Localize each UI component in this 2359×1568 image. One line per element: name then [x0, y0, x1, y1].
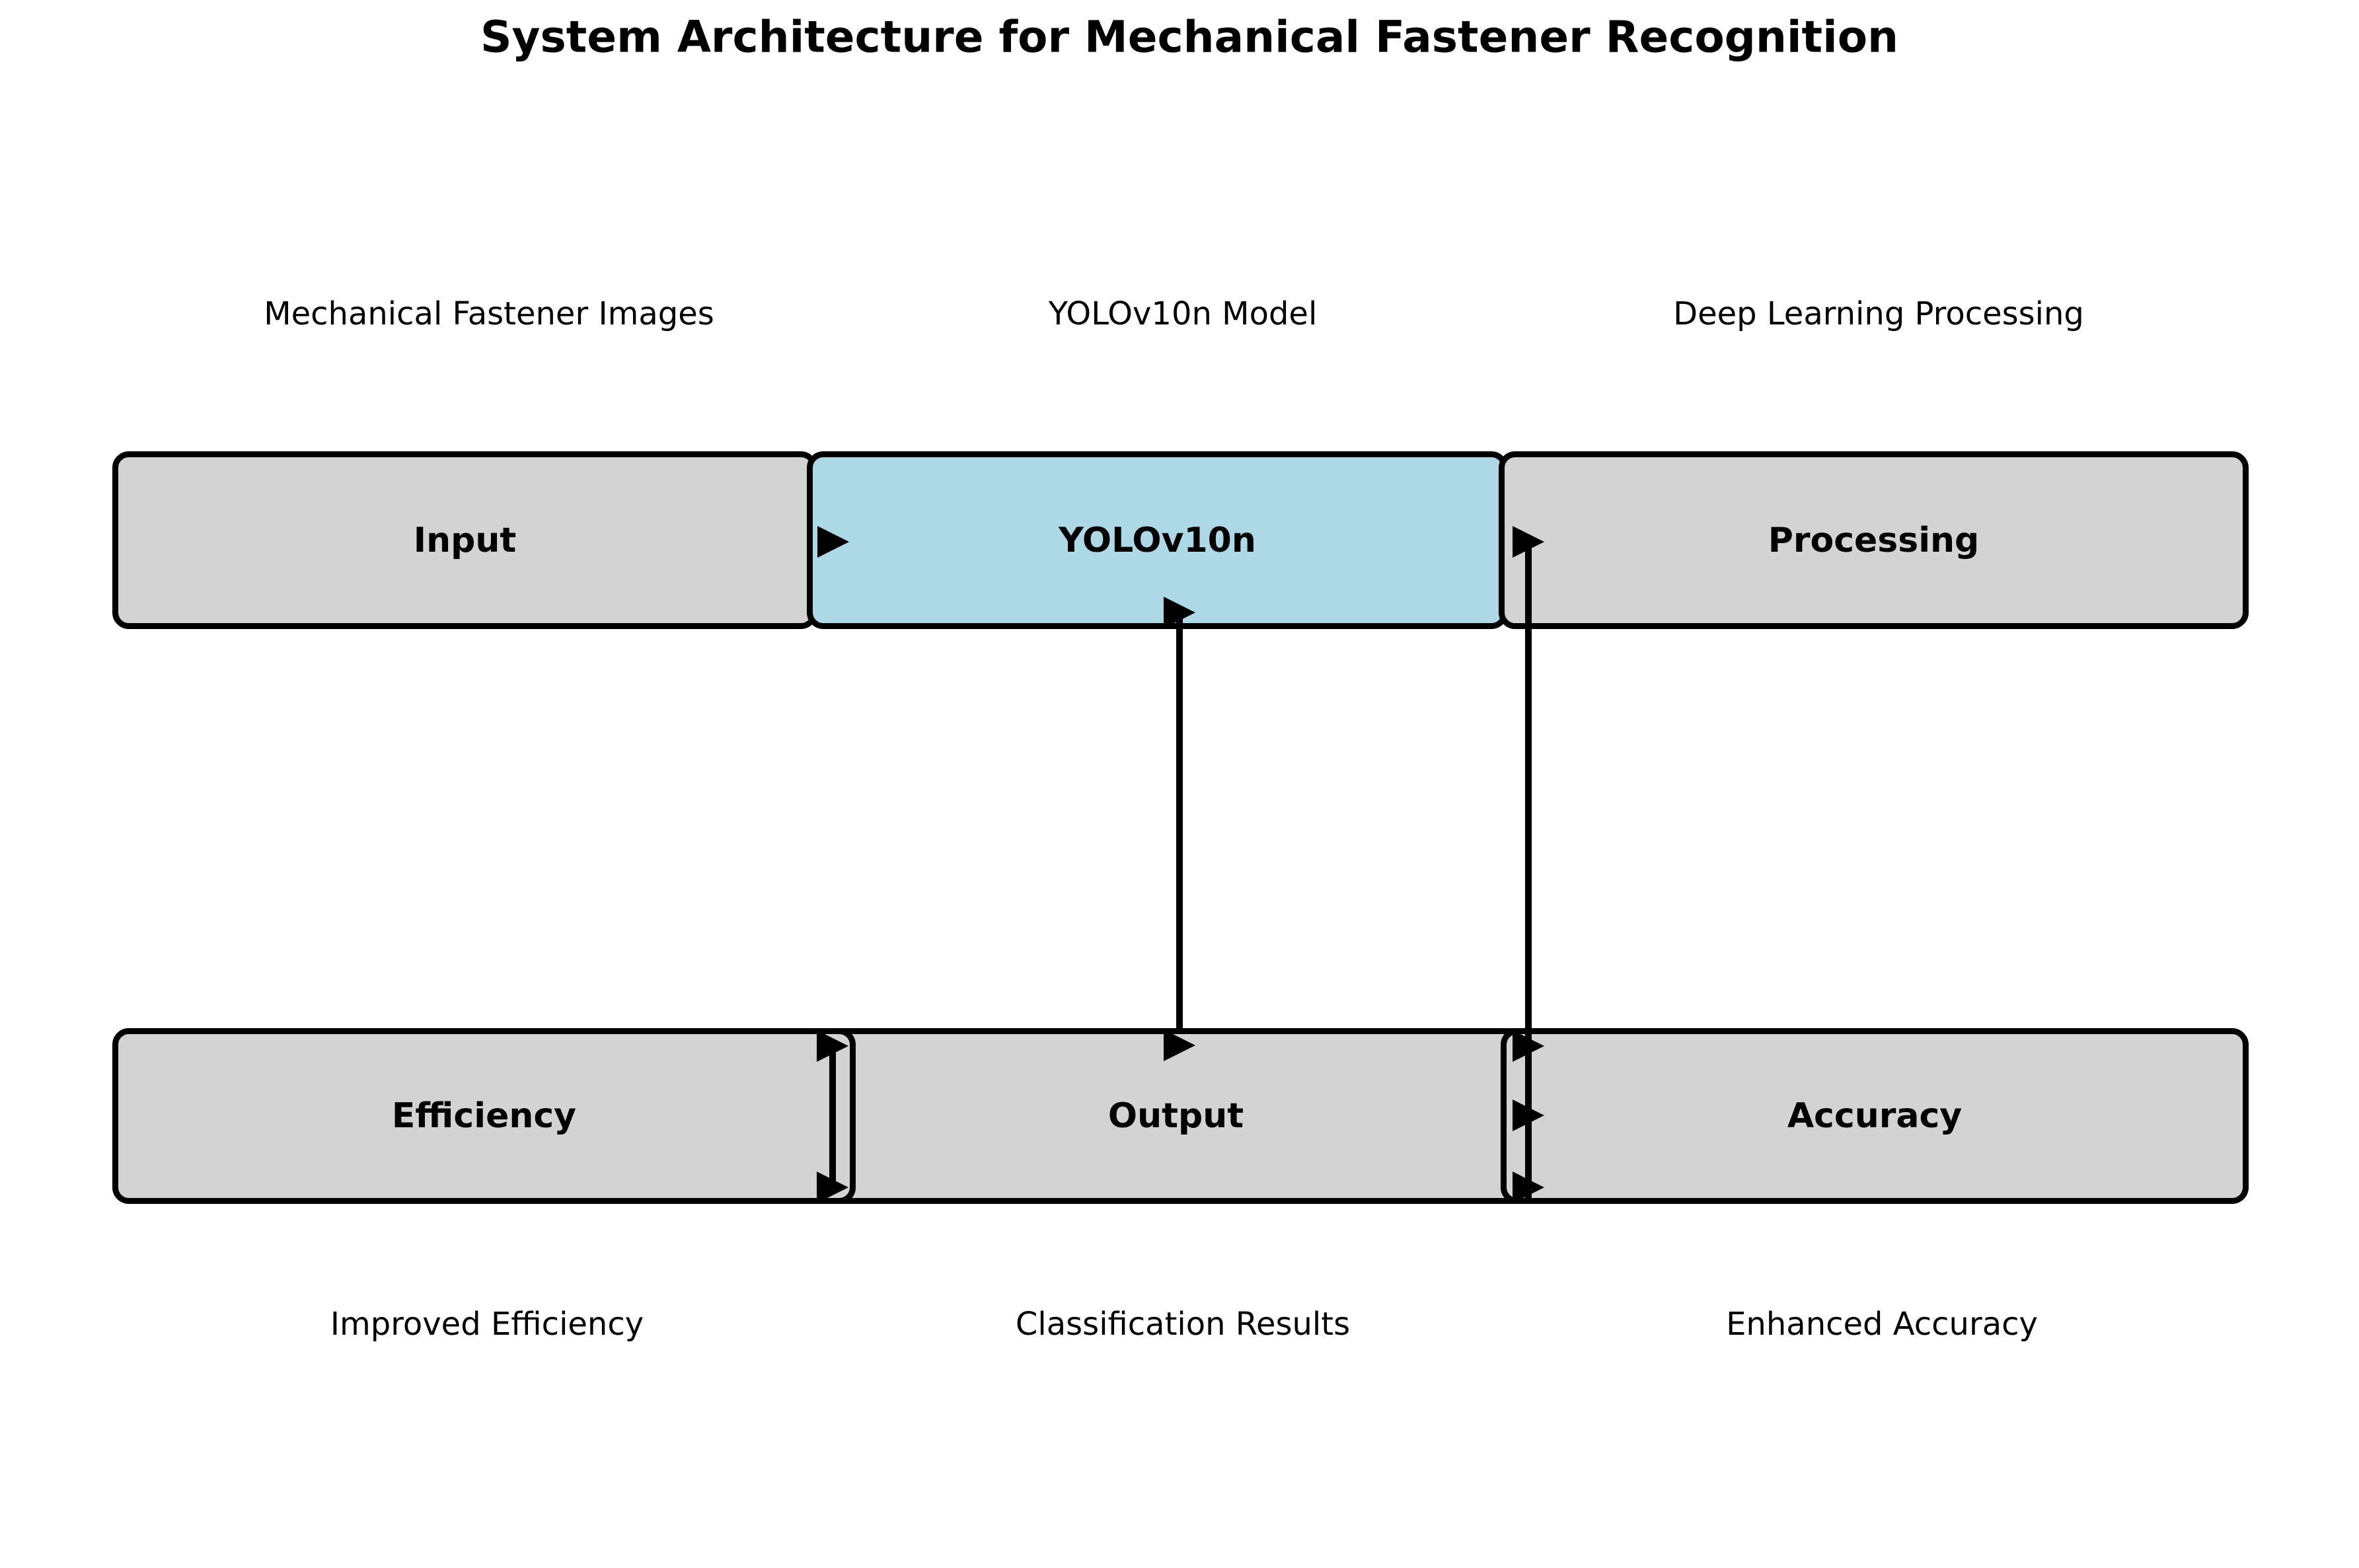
annotation-output: Classification Results	[1015, 1306, 1351, 1343]
annotation-processing: Deep Learning Processing	[1673, 295, 2084, 332]
node-output: Output	[817, 1028, 1534, 1204]
node-accuracy-label: Accuracy	[1787, 1096, 1963, 1136]
diagram-title: System Architecture for Mechanical Faste…	[480, 11, 1899, 63]
node-processing-label: Processing	[1768, 520, 1980, 560]
annotation-efficiency: Improved Efficiency	[330, 1306, 644, 1343]
annotation-accuracy: Enhanced Accuracy	[1726, 1306, 2038, 1343]
annotation-input: Mechanical Fastener Images	[264, 295, 714, 332]
node-efficiency-label: Efficiency	[391, 1096, 577, 1136]
node-efficiency: Efficiency	[112, 1028, 856, 1204]
node-yolov10n-label: YOLOv10n	[1059, 520, 1256, 560]
node-yolov10n: YOLOv10n	[807, 451, 1508, 629]
node-input: Input	[112, 451, 817, 629]
node-input-label: Input	[413, 520, 517, 560]
node-output-label: Output	[1107, 1096, 1244, 1136]
annotation-yolov10n: YOLOv10n Model	[1048, 295, 1318, 332]
node-processing: Processing	[1499, 451, 2249, 629]
node-accuracy: Accuracy	[1501, 1028, 2249, 1204]
